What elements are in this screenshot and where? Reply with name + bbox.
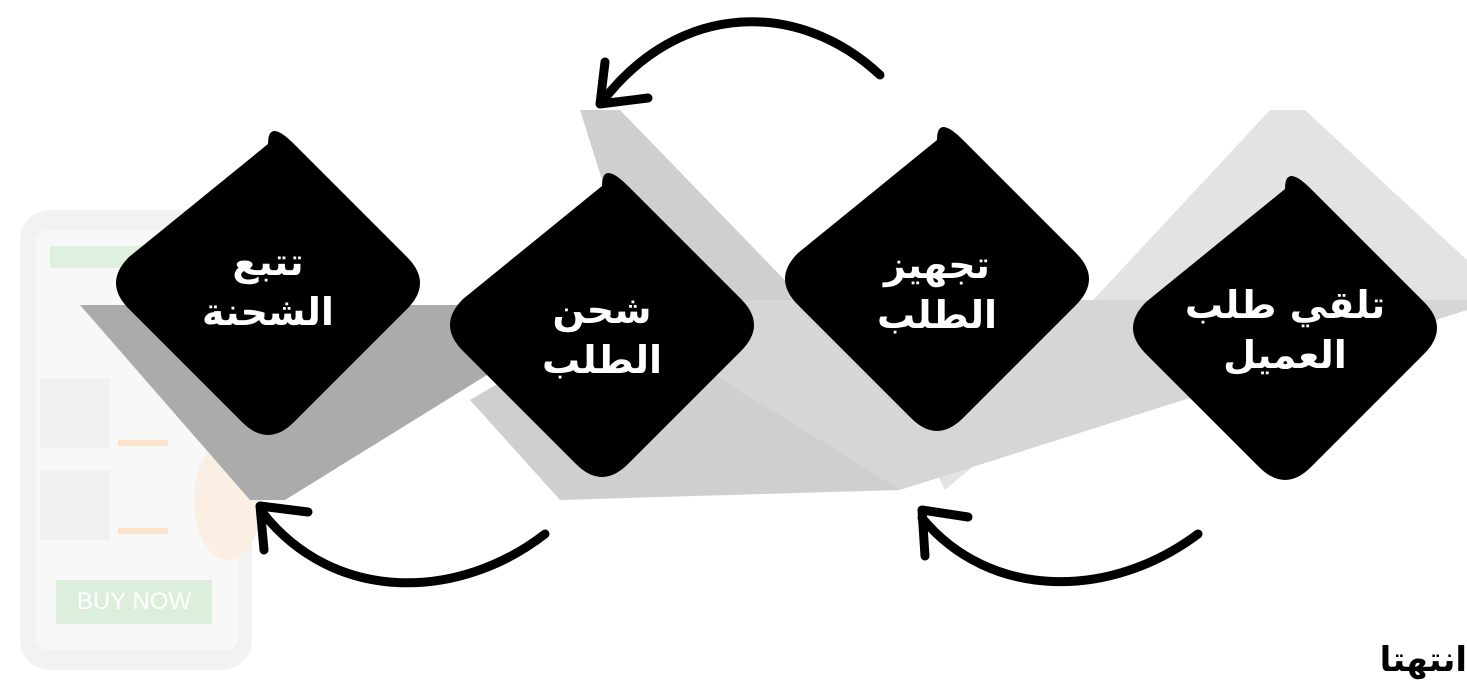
step-diamond-track [116, 131, 420, 435]
step-label-ship: شحن الطلب [492, 285, 712, 385]
step-diamond-prepare [785, 127, 1089, 431]
phone-product-card [40, 378, 110, 448]
end-label: انتهتا [1379, 640, 1467, 680]
arrow-head [255, 501, 313, 555]
step-label-prepare: تجهيز الطلب [827, 240, 1047, 340]
arrow-ship-from-prepare [595, 17, 885, 109]
buy-now-button: BUY NOW [56, 580, 212, 624]
step-track-line1: تتبع [232, 240, 304, 284]
arrow-curve [257, 507, 550, 588]
step-prepare-line1: تجهيز [884, 243, 990, 287]
step-diamond-receive [1133, 176, 1437, 480]
step-label-receive: تلقي طلب العميل [1175, 280, 1395, 380]
phone-price-tag [118, 528, 168, 534]
arrow-track-from-ship [255, 501, 550, 588]
step-diamond-ship [450, 173, 754, 477]
step-prepare-line2: الطلب [876, 293, 998, 337]
step-label-track: تتبع الشحنة [158, 237, 378, 337]
phone-price-tag [118, 440, 168, 446]
phone-product-card [40, 470, 110, 540]
arrow-prepare-from-receive [917, 505, 1203, 587]
step-ship-line2: الطلب [541, 338, 663, 382]
step-receive-line2: العميل [1223, 333, 1347, 377]
arrow-curve [917, 513, 1203, 587]
arrow-curve [597, 17, 885, 107]
arrow-head [917, 505, 973, 561]
step-track-line2: الشحنة [202, 290, 334, 334]
step-receive-line1: تلقي طلب [1184, 283, 1386, 327]
step-ship-line1: شحن [552, 288, 652, 332]
arrow-head [595, 57, 653, 109]
